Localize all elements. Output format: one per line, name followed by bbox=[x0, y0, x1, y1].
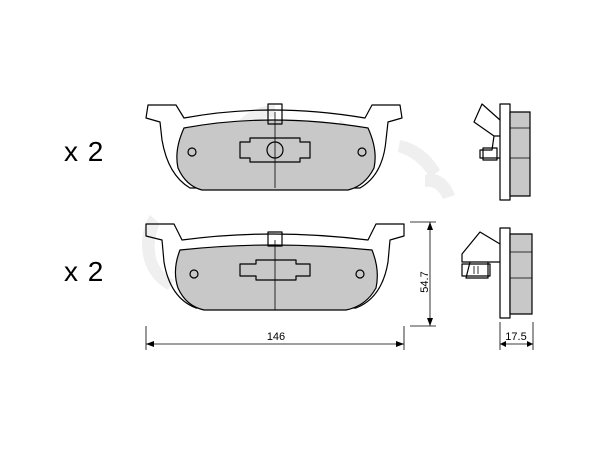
top-pad-center-hole bbox=[266, 141, 284, 159]
top-pad-sensor-clip bbox=[239, 137, 311, 163]
bottom-pad-front-view bbox=[145, 223, 405, 311]
width-dimension: 146 bbox=[145, 326, 405, 350]
thickness-dimension-label: 17.5 bbox=[505, 331, 526, 343]
top-pad-side-view bbox=[473, 103, 531, 201]
top-pad-left-hole bbox=[187, 147, 197, 157]
bottom-pad-side-view bbox=[461, 227, 533, 319]
bottom-pad-left-hole bbox=[189, 269, 199, 279]
height-dimension: 54.7 bbox=[410, 221, 436, 327]
top-pad-backplate bbox=[145, 104, 403, 189]
bottom-pad-sensor-clip bbox=[239, 259, 311, 281]
top-pad-front-view bbox=[145, 103, 403, 191]
top-pad-right-hole bbox=[357, 147, 367, 157]
bottom-pad-spring-clip bbox=[461, 231, 501, 279]
bottom-pad-right-hole bbox=[355, 269, 365, 279]
width-dimension-label: 146 bbox=[267, 331, 285, 343]
bottom-pad-friction-material bbox=[174, 244, 378, 311]
bottom-pad-backplate bbox=[145, 223, 405, 309]
height-dimension-label: 54.7 bbox=[419, 271, 431, 292]
quantity-label-top: x 2 bbox=[64, 136, 105, 167]
thickness-dimension: 17.5 bbox=[499, 322, 534, 350]
quantity-label-bottom: x 2 bbox=[64, 256, 105, 287]
top-pad-friction-material bbox=[176, 119, 376, 191]
top-pad-spring-clip bbox=[473, 103, 501, 159]
